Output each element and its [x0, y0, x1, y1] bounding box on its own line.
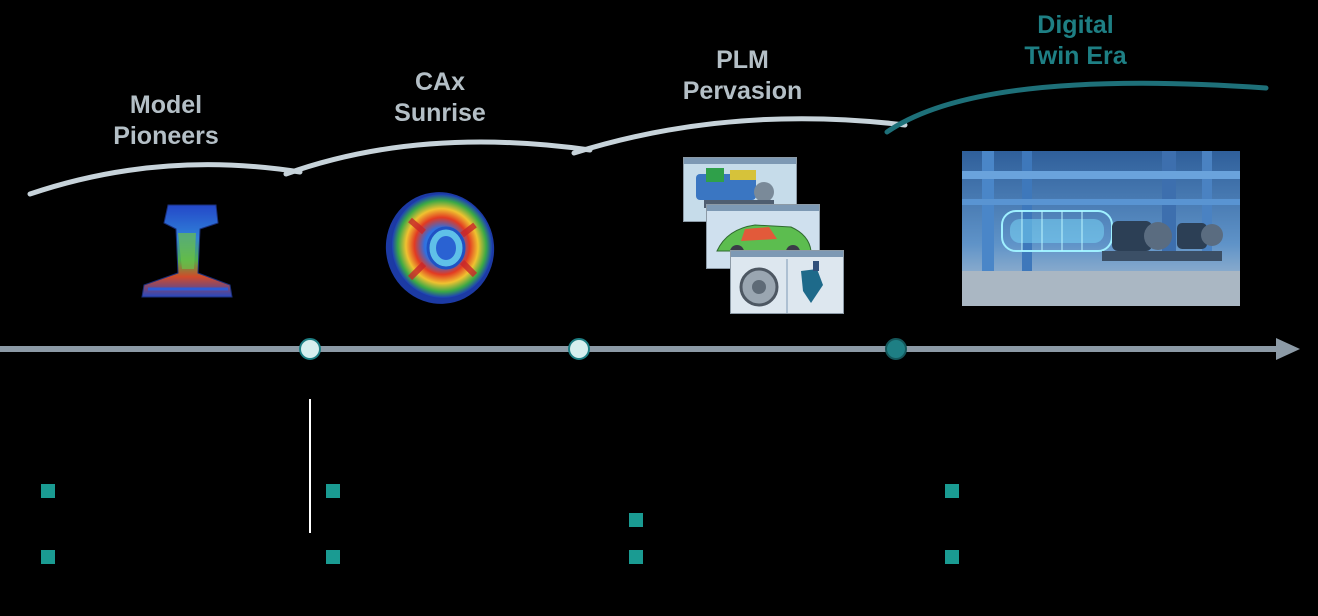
era-title-line: Sunrise [394, 99, 486, 127]
plm-screenshot-engine [683, 157, 797, 222]
era-title-cax-sunrise: CAx Sunrise [365, 67, 515, 129]
rail-beam-stress-icon [141, 204, 233, 298]
engine-model-icon [684, 158, 796, 208]
era-arc-model-pioneers [27, 162, 303, 197]
wheel-stress-icon [385, 192, 495, 304]
era-title-line: Pervasion [682, 77, 803, 105]
digital-twin-factory-image [962, 151, 1240, 306]
era-title-plm-pervasion: PLM Pervasion [660, 45, 825, 107]
bullet-marker [629, 513, 643, 527]
bullet-marker [41, 550, 55, 564]
bullet-marker [326, 484, 340, 498]
era-arc-plm-pervasion [571, 116, 908, 156]
bullet-marker [945, 550, 959, 564]
bullet-marker [629, 550, 643, 564]
timeline-arrowhead [1276, 338, 1300, 360]
era-title-digital-twin-era: Digital Twin Era [1003, 10, 1148, 72]
milestone-marker [568, 338, 590, 360]
suspension-model-icon [731, 251, 843, 313]
plm-screenshot-suspension [730, 250, 844, 314]
era-title-line: PLM [716, 46, 769, 74]
era-title-line: Digital [1037, 11, 1114, 39]
era-title-model-pioneers: Model Pioneers [86, 90, 246, 152]
car-body-model-icon [707, 205, 819, 259]
era-title-line: CAx [414, 68, 465, 96]
digital-twin-factory-icon [962, 151, 1240, 306]
bullet-marker [945, 484, 959, 498]
milestone-marker [299, 338, 321, 360]
bullet-marker [326, 550, 340, 564]
era-arc-cax-sunrise [283, 139, 593, 177]
bullet-marker [41, 484, 55, 498]
era-title-line: Model [129, 91, 203, 119]
era-arc-digital-twin [884, 80, 1269, 135]
era-title-line: Pioneers [113, 122, 219, 150]
milestone-marker [885, 338, 907, 360]
era-title-line: Twin Era [1024, 42, 1127, 70]
